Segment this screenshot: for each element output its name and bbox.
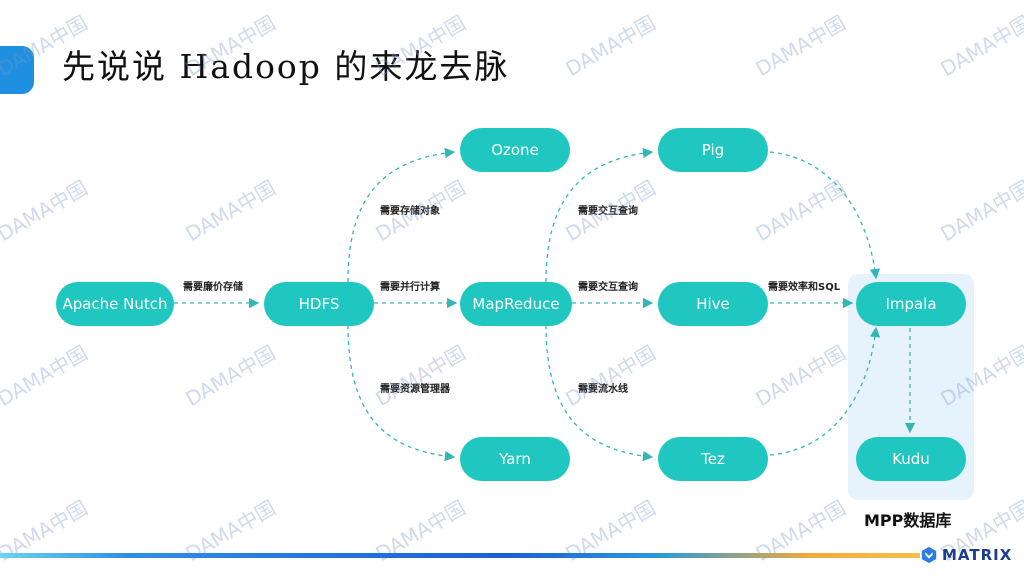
edge-tez-impala — [769, 326, 881, 456]
svg-text:Apache Nutch: Apache Nutch — [62, 295, 167, 313]
node-mapreduce: MapReduce — [460, 282, 572, 326]
edge-mapreduce-pig — [545, 147, 654, 283]
title-marker — [0, 46, 34, 94]
node-tez: Tez — [658, 437, 768, 481]
edge-label-hdfs-mapreduce: 需要并行计算 — [380, 280, 440, 293]
svg-text:Tez: Tez — [700, 450, 725, 468]
svg-text:Impala: Impala — [885, 295, 936, 313]
edge-label-mapreduce-pig: 需要交互查询 — [578, 204, 638, 217]
edge-hdfs-ozone — [347, 147, 456, 283]
svg-text:HDFS: HDFS — [299, 295, 340, 313]
bottom-gradient-bar — [0, 553, 920, 558]
edge-label-nutch-hdfs: 需要廉价存储 — [183, 280, 243, 293]
page-title: 先说说 Hadoop 的来龙去脉 — [62, 47, 510, 86]
svg-text:MapReduce: MapReduce — [472, 295, 559, 313]
edge-label-hdfs-ozone: 需要存储对象 — [380, 204, 440, 217]
svg-text:Pig: Pig — [702, 141, 724, 159]
svg-text:Ozone: Ozone — [491, 141, 539, 159]
node-hive: Hive — [658, 282, 768, 326]
node-apache-nutch: Apache Nutch — [56, 282, 174, 326]
node-ozone: Ozone — [460, 128, 570, 172]
edge-pig-impala — [769, 151, 881, 280]
mpp-database-label: MPP数据库 — [864, 511, 952, 530]
node-pig: Pig — [658, 128, 768, 172]
edge-label-hive-impala: 需要效率和SQL — [768, 280, 841, 293]
node-yarn: Yarn — [460, 437, 570, 481]
node-kudu: Kudu — [856, 437, 966, 481]
edge-label-mapreduce-hive: 需要交互查询 — [578, 280, 638, 293]
svg-text:Hive: Hive — [696, 295, 730, 313]
matrix-logo: MATRIX — [920, 543, 1012, 567]
matrix-logo-icon — [921, 546, 937, 564]
node-hdfs: HDFS — [264, 282, 374, 326]
logo-text: MATRIX — [942, 546, 1013, 564]
edge-label-hdfs-yarn: 需要资源管理器 — [380, 382, 451, 395]
node-impala: Impala — [856, 282, 966, 326]
svg-text:Kudu: Kudu — [892, 450, 930, 468]
edge-label-mapreduce-tez: 需要流水线 — [578, 382, 628, 395]
svg-text:Yarn: Yarn — [498, 450, 531, 468]
